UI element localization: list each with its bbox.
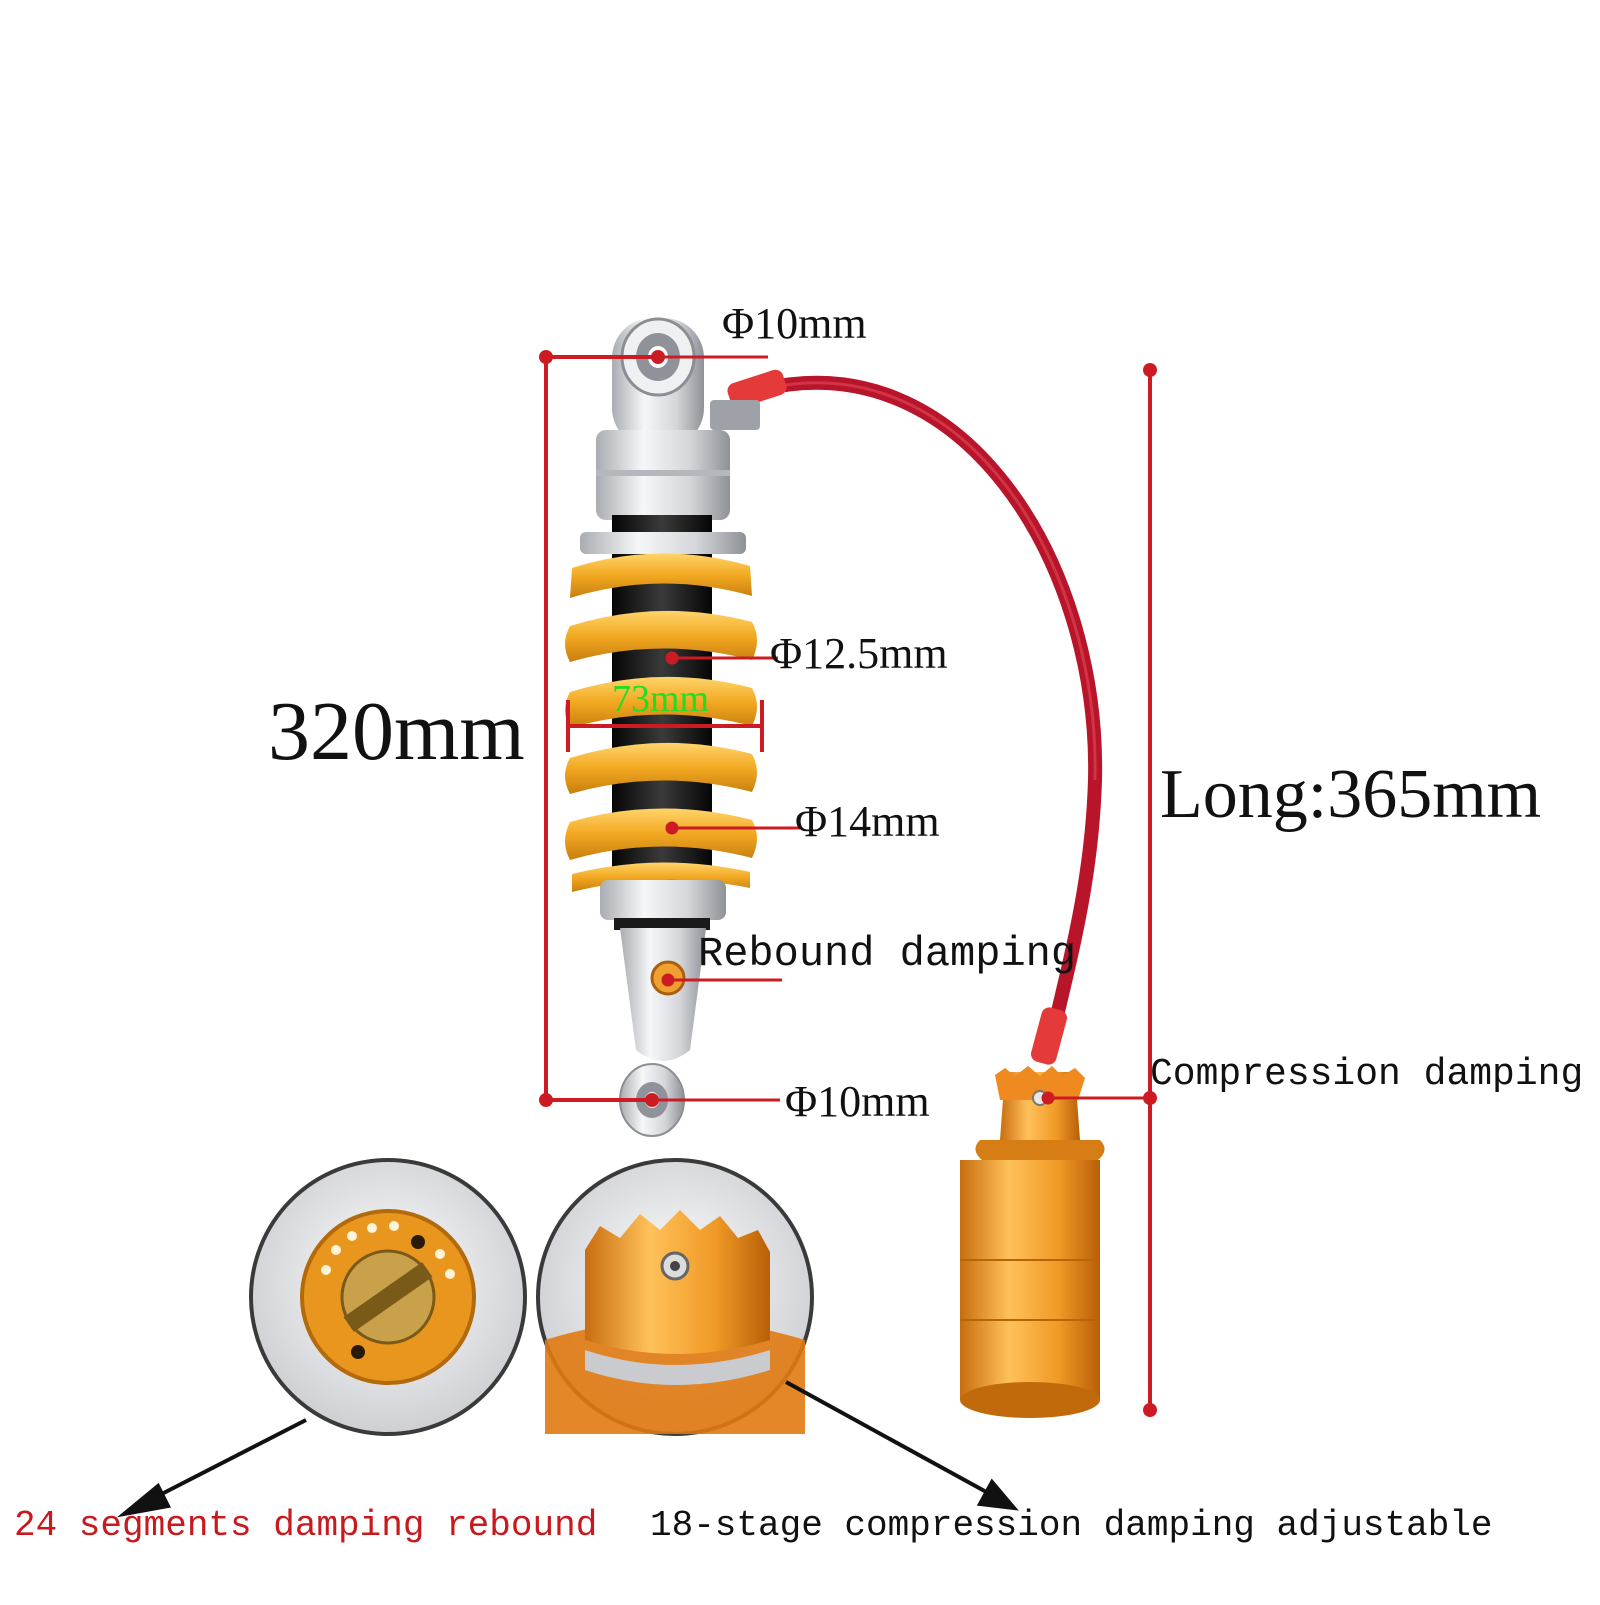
rebound-caption: 24 segments damping rebound bbox=[14, 1505, 598, 1546]
spring-coil-diameter-label: 73mm bbox=[612, 678, 710, 720]
spring-wire-lower-label: Φ14mm bbox=[795, 797, 940, 846]
top-eyelet bbox=[612, 317, 704, 448]
reservoir bbox=[960, 1066, 1105, 1418]
spring-perch-top bbox=[580, 532, 746, 554]
lower-body bbox=[600, 880, 726, 920]
bottom-mount-diameter-label: Φ10mm bbox=[785, 1077, 930, 1126]
spring-wire-upper-label: Φ12.5mm bbox=[770, 629, 948, 678]
rebound-detail-circle bbox=[249, 1158, 527, 1436]
long-length-label: Long:365mm bbox=[1160, 756, 1542, 833]
compression-caption: 18-stage compression damping adjustable bbox=[650, 1505, 1493, 1546]
top-mount-diameter-label: Φ10mm bbox=[722, 299, 867, 348]
dimension-long bbox=[1143, 363, 1157, 1417]
rebound-damping-label: Rebound damping bbox=[698, 930, 1077, 978]
hose-fitting-top bbox=[727, 369, 787, 409]
compression-damping-label: Compression damping bbox=[1150, 1053, 1584, 1096]
caption-arrows bbox=[116, 1380, 1019, 1518]
overall-length-label: 320mm bbox=[268, 685, 525, 778]
coil-spring bbox=[565, 553, 757, 892]
compression-detail-circle bbox=[536, 1158, 814, 1436]
leader-lines bbox=[652, 355, 1150, 1105]
hose-fitting-bottom bbox=[1030, 1007, 1068, 1065]
dimension-coil bbox=[566, 700, 764, 752]
dimension-overall-length bbox=[539, 350, 665, 1107]
